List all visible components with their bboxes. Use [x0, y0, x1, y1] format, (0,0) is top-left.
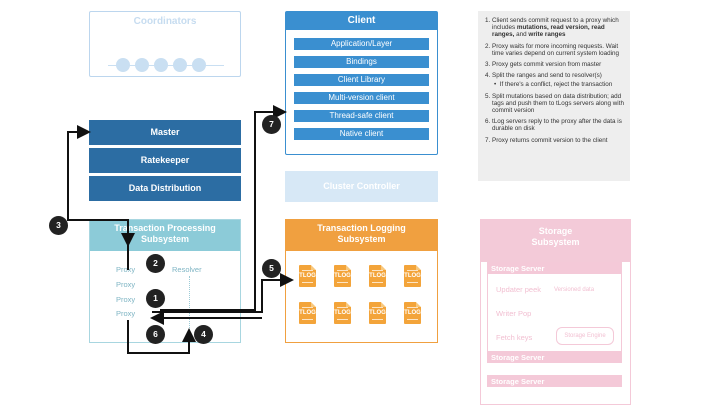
tlog-icon: TLOG — [334, 302, 351, 324]
tlog-icon: TLOG — [404, 265, 421, 287]
tlog-icon: TLOG — [299, 265, 316, 287]
step-2: Proxy waits for more incoming requests. … — [492, 43, 624, 57]
storage-server-header: Storage Server — [488, 352, 621, 363]
coordinator-node — [173, 58, 187, 72]
storage-engine-label: Storage Engine — [556, 327, 614, 345]
ratekeeper-box: Ratekeeper — [89, 148, 241, 173]
tls-title-line1: Transaction Logging — [317, 223, 406, 233]
badge-3: 3 — [49, 216, 68, 235]
coordinator-node — [154, 58, 168, 72]
fetch-keys-label: Fetch keys — [496, 333, 533, 342]
proxy-label: Proxy — [116, 280, 136, 289]
badge-6: 6 — [146, 325, 165, 344]
step-3: Proxy gets commit version from master — [492, 61, 624, 68]
tps-title-line2: Subsystem — [140, 234, 190, 244]
tls-title-line2: Subsystem — [337, 234, 386, 244]
step-1: Client sends commit request to a proxy w… — [492, 17, 624, 39]
storage-subsystem-title: Storage Subsystem — [481, 220, 630, 262]
coordinators-title: Coordinators — [133, 16, 197, 27]
client-title: Client — [286, 12, 437, 30]
coordinator-nodes — [116, 58, 206, 72]
steps-panel: Client sends commit request to a proxy w… — [478, 11, 630, 181]
updater-peek-label: Updater peek — [496, 285, 542, 294]
steps-list: Client sends commit request to a proxy w… — [478, 11, 630, 144]
master-box: Master — [89, 120, 241, 145]
step-5: Split mutations based on data distributi… — [492, 93, 624, 115]
data-distribution-box: Data Distribution — [89, 176, 241, 201]
badge-4: 4 — [194, 325, 213, 344]
transaction-processing-title: Transaction Processing Subsystem — [90, 220, 240, 251]
storage-subsystem-box: Storage Subsystem Storage Server Updater… — [480, 219, 631, 405]
cluster-controller-box: Cluster Controller — [285, 171, 438, 202]
writer-pop-label: Writer Pop — [496, 309, 532, 318]
coordinator-node — [135, 58, 149, 72]
storage-server-box: Storage Server — [487, 351, 622, 363]
transaction-processing-box: Transaction Processing Subsystem Proxy P… — [89, 219, 241, 343]
client-item-application-layer: Application/Layer — [294, 38, 429, 50]
tps-title-line1: Transaction Processing — [114, 223, 216, 233]
badge-7: 7 — [262, 115, 281, 134]
storage-server-header: Storage Server — [488, 263, 621, 274]
step-4: Split the ranges and send to resolver(s)… — [492, 72, 624, 88]
coordinators-box: Coordinators — [89, 11, 241, 77]
storage-title-line1: Storage — [538, 226, 573, 236]
client-item-native: Native client — [294, 128, 429, 140]
transaction-logging-box: Transaction Logging Subsystem TLOG TLOG … — [285, 219, 438, 343]
proxy-label: Proxy — [116, 309, 136, 318]
proxy-label: Proxy — [116, 295, 136, 304]
step-4-sub: • If there's a conflict, reject the tran… — [494, 81, 613, 89]
client-item-client-library: Client Library — [294, 74, 429, 86]
client-item-multi-version: Multi-version client — [294, 92, 429, 104]
tlog-icon: TLOG — [404, 302, 421, 324]
badge-5: 5 — [262, 259, 281, 278]
client-item-thread-safe: Thread-safe client — [294, 110, 429, 122]
resolver-connector — [189, 276, 190, 336]
transaction-logging-title: Transaction Logging Subsystem — [286, 220, 437, 251]
tlog-icon: TLOG — [369, 302, 386, 324]
proxy-label: Proxy — [116, 265, 136, 274]
storage-server-header: Storage Server — [488, 376, 621, 387]
badge-2: 2 — [146, 254, 165, 273]
step-6: tLog servers reply to the proxy after th… — [492, 118, 624, 132]
tlog-icon: TLOG — [299, 302, 316, 324]
client-box: Client Application/Layer Bindings Client… — [285, 11, 438, 155]
badge-1: 1 — [146, 289, 165, 308]
coordinator-node — [192, 58, 206, 72]
storage-title-line2: Subsystem — [531, 237, 580, 247]
step-7: Proxy returns commit version to the clie… — [492, 137, 624, 144]
coordinator-node — [116, 58, 130, 72]
tlog-icon: TLOG — [369, 265, 386, 287]
tlog-icon: TLOG — [334, 265, 351, 287]
storage-server-box: Storage Server — [487, 375, 622, 387]
client-item-bindings: Bindings — [294, 56, 429, 68]
versioned-data-label: Versioned data — [554, 287, 595, 293]
resolver-label: Resolver — [172, 265, 202, 274]
